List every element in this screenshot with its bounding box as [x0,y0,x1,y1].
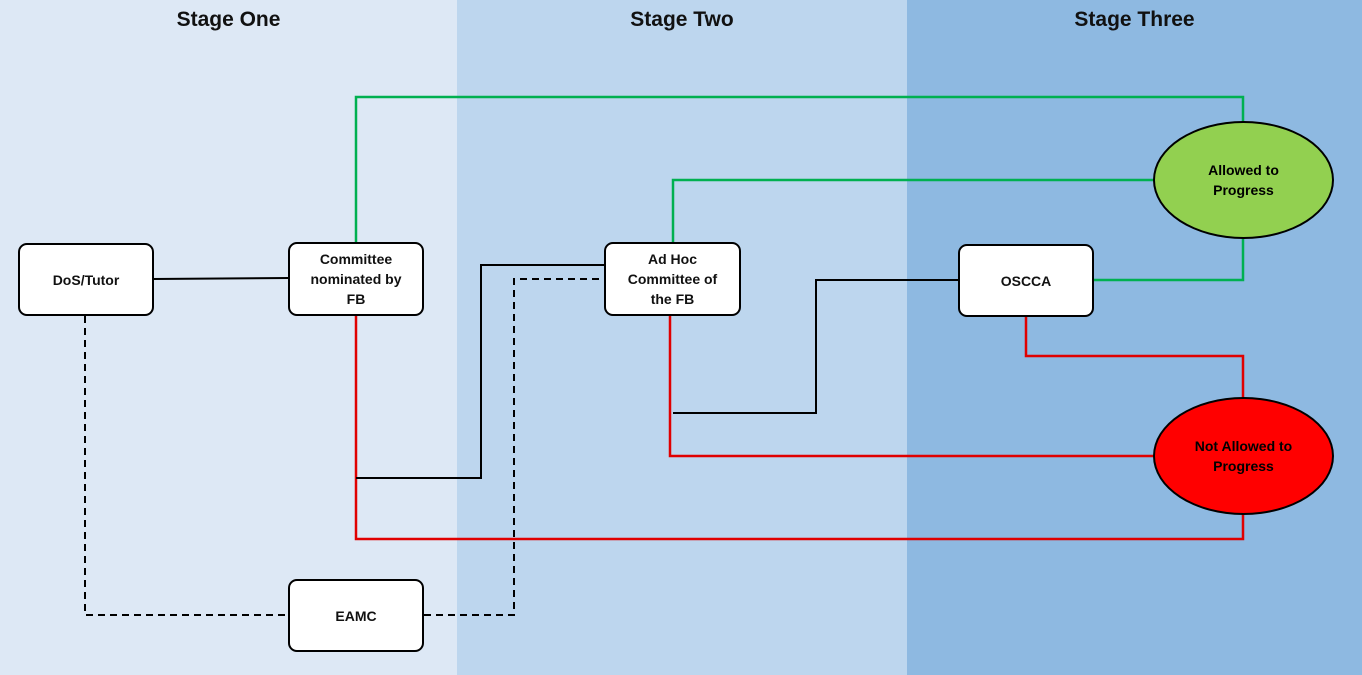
connector-committee-to-not-allowed [354,315,1245,541]
not-allowed-to-progress-node: Not Allowed to Progress [1153,397,1334,515]
allowed-to-progress-label: Allowed to Progress [1208,162,1279,198]
connector-adhoc-to-allowed [671,178,1155,243]
dos-tutor-node: DoS/Tutor [18,243,154,316]
stage-one-title: Stage One [176,8,281,31]
committee-nominated-node: Committee nominated by FB [288,242,424,316]
connector-adhoc-to-not-allowed [668,315,1155,458]
eamc-label: EAMC [335,607,377,624]
ad-hoc-committee-node: Ad Hoc Committee of the FB [604,242,741,316]
connector-eamc-to-adhoc [424,278,605,616]
stage-two-title: Stage Two [630,8,734,31]
connector-committee-to-allowed [354,95,1245,243]
stage-three-lane: Stage Three [907,0,1362,675]
committee-nominated-label: Committee nominated by FB [310,251,402,307]
connector-oscca-to-not-allowed [1024,315,1245,398]
oscca-node: OSCCA [958,244,1094,317]
connector-oscca-to-allowed [1093,238,1245,282]
ad-hoc-committee-label: Ad Hoc Committee of the FB [627,251,718,307]
stage-two-lane: Stage Two [457,0,907,675]
stage-three-title: Stage Three [1074,8,1195,31]
connector-adhoc-to-oscca [673,279,959,414]
connector-dos-to-committee [152,277,290,280]
not-allowed-to-progress-label: Not Allowed to Progress [1194,438,1293,474]
eamc-node: EAMC [288,579,424,652]
stage-one-lane: Stage One [0,0,457,675]
connector-dos-to-eamc [84,316,289,616]
oscca-label: OSCCA [1000,272,1052,289]
connector-committee-to-adhoc [356,264,605,479]
dos-tutor-label: DoS/Tutor [52,271,120,288]
allowed-to-progress-node: Allowed to Progress [1153,121,1334,239]
